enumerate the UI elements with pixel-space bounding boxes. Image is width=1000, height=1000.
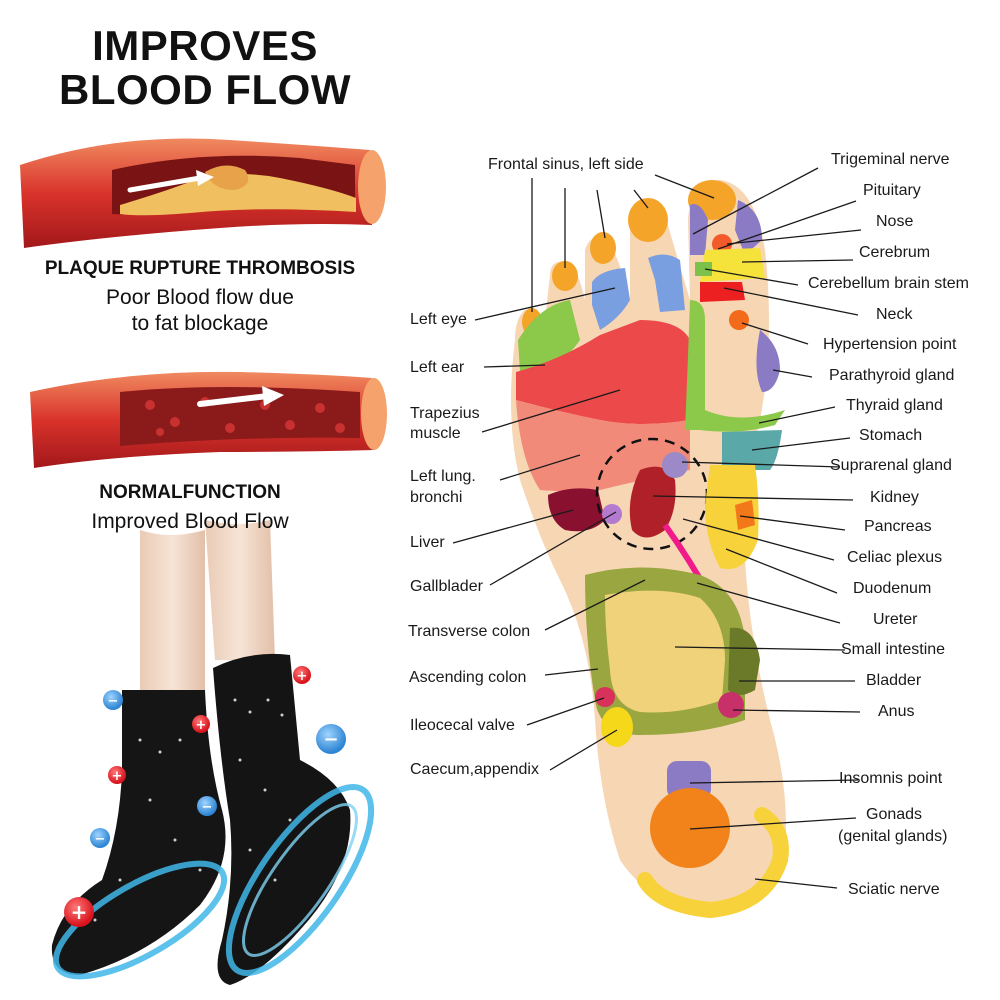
- plus-badge-icon: +: [293, 666, 311, 684]
- label-lung-1: Left lung.: [410, 468, 476, 485]
- heading-line-2: BLOOD FLOW: [59, 66, 351, 113]
- svg-text:−: −: [323, 729, 338, 750]
- label-duodenum: Duodenum: [853, 580, 932, 597]
- heading-line-1: IMPROVES: [92, 22, 318, 69]
- label-gallbladder: Gallblader: [410, 578, 483, 595]
- label-liver: Liver: [410, 534, 445, 551]
- normal-artery-image: [30, 371, 387, 468]
- svg-text:+: +: [196, 718, 207, 733]
- label-pancreas: Pancreas: [864, 518, 932, 535]
- label-trigeminal: Trigeminal nerve: [831, 151, 950, 168]
- plus-badge-icon: +: [108, 766, 126, 784]
- label-pituitary: Pituitary: [863, 182, 921, 199]
- minus-badge-icon: −: [103, 690, 123, 710]
- minus-badge-icon: −: [316, 724, 346, 754]
- label-ileocecal-valve: Ileocecal valve: [410, 717, 515, 734]
- heading: IMPROVES BLOOD FLOW: [40, 24, 370, 112]
- plus-badge-icon: +: [192, 715, 210, 733]
- label-frontal-sinus: Frontal sinus, left side: [488, 156, 644, 173]
- label-caecum: Caecum,appendix: [410, 761, 539, 778]
- label-left-eye: Left eye: [410, 311, 467, 328]
- label-insomnia: Insomnis point: [839, 770, 943, 787]
- leader-lines: [452, 167, 862, 889]
- label-cerebellum: Cerebellum brain stem: [808, 275, 969, 292]
- svg-text:+: +: [297, 669, 308, 684]
- svg-text:+: +: [112, 769, 123, 784]
- label-sciatic: Sciatic nerve: [848, 881, 940, 898]
- plus-badge-icon: +: [64, 897, 94, 927]
- label-neck: Neck: [876, 306, 913, 323]
- label-thyroid: Thyraid gland: [846, 397, 943, 414]
- svg-text:−: −: [108, 694, 119, 709]
- foot-reflexology-map: [511, 180, 789, 919]
- blocked-artery-image: [20, 138, 386, 248]
- label-transverse-colon: Transverse colon: [408, 623, 531, 640]
- label-bladder: Bladder: [866, 672, 922, 689]
- label-stomach: Stomach: [859, 427, 923, 444]
- label-gonads-1: Gonads: [866, 806, 923, 823]
- blocked-artery-line2: to fat blockage: [131, 312, 269, 335]
- label-kidney: Kidney: [870, 489, 919, 506]
- label-trapezius-2: muscle: [410, 425, 461, 442]
- label-celiac: Celiac plexus: [847, 549, 943, 566]
- blocked-artery-title: PLAQUE RUPTURE THROMBOSIS: [44, 258, 356, 279]
- minus-badge-icon: −: [197, 796, 217, 816]
- label-suprarenal: Suprarenal gland: [830, 457, 952, 474]
- label-gonads-2: (genital glands): [838, 828, 948, 845]
- label-ascending-colon: Ascending colon: [409, 669, 527, 686]
- svg-text:−: −: [95, 832, 106, 847]
- blocked-artery-line1: Poor Blood flow due: [106, 286, 294, 309]
- label-parathyroid: Parathyroid gland: [829, 367, 955, 384]
- minus-badge-icon: −: [90, 828, 110, 848]
- label-ureter: Ureter: [873, 611, 918, 628]
- label-hypertension: Hypertension point: [823, 336, 957, 353]
- label-anus: Anus: [878, 703, 915, 720]
- label-lung-2: bronchi: [410, 489, 463, 506]
- socks-legs-image: [51, 520, 375, 985]
- ion-badges: + + + + − − − −: [64, 666, 346, 927]
- normal-artery-title: NORMALFUNCTION: [99, 482, 281, 503]
- svg-text:−: −: [202, 800, 213, 815]
- label-trapezius-1: Trapezius: [410, 405, 480, 422]
- label-cerebrum: Cerebrum: [859, 244, 931, 261]
- svg-text:+: +: [71, 900, 88, 924]
- label-left-ear: Left ear: [410, 359, 465, 376]
- label-small-intestine: Small intestine: [841, 641, 946, 658]
- normal-artery-line1: Improved Blood Flow: [91, 510, 289, 533]
- label-nose: Nose: [876, 213, 914, 230]
